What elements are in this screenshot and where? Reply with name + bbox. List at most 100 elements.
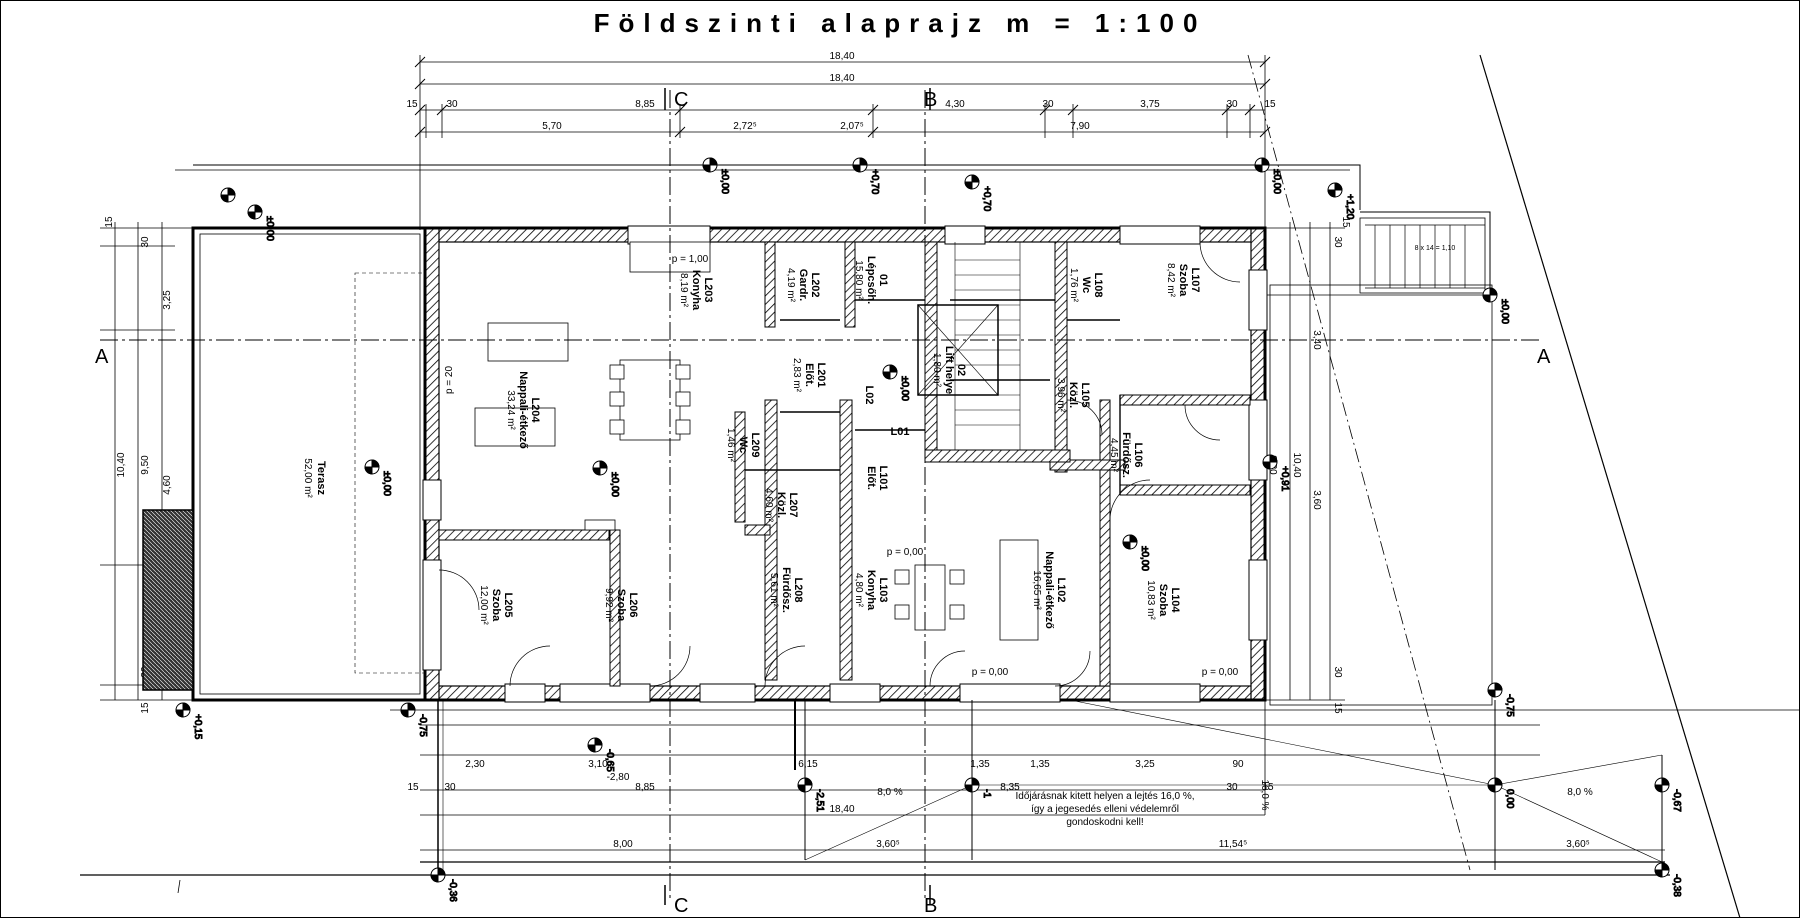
dim-bottom-r1-1: 3,10	[588, 759, 608, 770]
room-name-l208: Fürdősz.	[780, 567, 792, 613]
level-marker: +0,70	[964, 174, 993, 212]
weather-note-line-2: így a jegesedés elleni védelemről	[1031, 804, 1179, 815]
room-area-terasz: 52,00 m²	[302, 458, 313, 498]
weather-note-line-3: gondoskodni kell!	[1066, 817, 1143, 828]
room-area-l203: 8,19 m²	[678, 273, 689, 308]
level-marker: -0,75	[1487, 682, 1516, 718]
label-p0-3: p = 0,00	[887, 547, 924, 558]
dim-bottom-r1-7: 90	[1232, 759, 1244, 770]
room-area-l201: 2,83 m²	[791, 358, 802, 393]
room-area-l106: 4,45 m²	[1108, 438, 1119, 473]
dim-left-7: 15	[140, 702, 151, 714]
level-value: ±0,00	[264, 216, 275, 241]
label-p100: p = 1,00	[672, 254, 709, 265]
room-id-l103: L103	[877, 577, 889, 602]
level-value: -2,51	[814, 789, 825, 812]
dim-bottom-r2-3: 8,35	[1000, 782, 1020, 793]
room-id-l205: L205	[502, 592, 514, 617]
site-outlines	[175, 54, 1741, 918]
room-id-l104: L104	[1169, 587, 1181, 613]
room-id-l202: L202	[809, 272, 821, 297]
dim-bottom-r2-5: 15	[1262, 782, 1274, 793]
dim-right-7: 15	[1332, 702, 1343, 714]
dim-bottom-r3-0: 18,40	[829, 804, 854, 815]
dim-left-2: 3,25	[162, 290, 173, 310]
dim-top-r4-2: 2,07⁵	[840, 121, 864, 132]
label-p0-1: p = 0,00	[972, 667, 1009, 678]
level-markers: ±0,00 ±0,00 +0,70 +0,70 ±0,00 +1,20 ±0,00 +0,91…	[175, 157, 1683, 903]
dim-bottom-r1-0: 2,30	[465, 759, 485, 770]
level-marker	[220, 187, 236, 203]
room-name-l103: Konyha	[865, 570, 877, 611]
level-value: ±0,00	[609, 472, 620, 497]
room-area-l107: 8,42 m²	[1165, 263, 1176, 298]
dim-top-r3-5: 3,75	[1140, 99, 1160, 110]
window-openings	[422, 225, 1268, 703]
room-id-l208: L208	[792, 577, 804, 602]
section-a-right: A	[1537, 346, 1551, 368]
dim-bottom-r1-6: 3,25	[1135, 759, 1155, 770]
dim-top-r3-2: 8,85	[635, 99, 655, 110]
room-area-l202: 4,19 m²	[785, 268, 796, 303]
room-name-l205: Szoba	[490, 589, 502, 622]
room-name-terasz: Terasz	[315, 461, 327, 496]
room-id-l207: L207	[787, 492, 799, 517]
level-value: +0,15	[192, 714, 203, 740]
level-marker: ±0,00	[702, 157, 731, 195]
dim-top-total-2: 18,40	[829, 73, 854, 84]
room-id-l206: L206	[627, 592, 639, 617]
label-p20: p = 20	[444, 366, 455, 395]
level-value: +0,91	[1279, 466, 1290, 492]
room-area-l206: 9,92 m²	[603, 588, 614, 623]
stair-label: 8 x 14 = 1,10	[1415, 245, 1456, 252]
dim-bottom-r4-1: 3,60⁵	[876, 839, 900, 850]
dim-right-6: 30	[1332, 666, 1343, 678]
room-name-l203: Konyha	[690, 270, 702, 311]
room-area-l103: 4,80 m²	[853, 573, 864, 608]
level-marker: +0,70	[852, 157, 881, 195]
level-marker: ±0,00	[592, 460, 621, 498]
room-area-l207: 4,60 m²	[763, 488, 774, 523]
room-id-l203: L203	[702, 277, 714, 302]
slope-label-2: 8,0 %	[1567, 787, 1593, 798]
dim-left-1: 30	[140, 236, 151, 248]
room-area-l108: 1,76 m²	[1068, 268, 1079, 303]
room-name-l106: Fürdősz.	[1120, 432, 1132, 478]
dim-bottom-r4-0: 8,00	[613, 839, 633, 850]
dim-left-3: 10,40	[116, 452, 127, 477]
level-marker: ±0,00	[882, 364, 911, 402]
interior-walls	[438, 241, 1251, 687]
room-name-l207: Közl.	[775, 492, 787, 518]
dim-bottom-r4-3: 3,60⁵	[1566, 839, 1590, 850]
section-lines	[100, 90, 1540, 900]
label-p0-2: p = 0,00	[1202, 667, 1239, 678]
level-marker: +1,20	[1327, 182, 1356, 220]
room-name-l105: Közl.	[1067, 382, 1079, 408]
door-swings	[438, 241, 1241, 687]
room-id-l201: L201	[815, 362, 827, 387]
room-id-l101: L101	[877, 465, 889, 490]
dim-right-3: 10,40	[1291, 452, 1302, 477]
weather-note-line-1: Időjárásnak kitett helyen a lejtés 16,0 …	[1016, 791, 1195, 802]
dim-bottom-r1-5: 1,35	[1030, 759, 1050, 770]
dim-bottom-r2-2: 8,85	[635, 782, 655, 793]
room-id-01: 01	[877, 274, 889, 286]
level-marker: 0,00	[1487, 777, 1516, 809]
room-name-l107: Szoba	[1177, 264, 1189, 297]
dim-bottom-r2-1: 30	[444, 782, 456, 793]
level-value: -1	[981, 789, 992, 798]
room-name-l206: Szoba	[615, 589, 627, 622]
level-value: -0,38	[1671, 874, 1682, 897]
section-c-top: C	[674, 89, 688, 111]
level-value: -0,65	[604, 749, 615, 772]
level-marker: -0,75	[400, 702, 429, 738]
room-area-l104: 10,83 m²	[1145, 580, 1156, 620]
room-area-l204: 33,24 m²	[505, 390, 516, 430]
room-id-l108: L108	[1092, 272, 1104, 297]
level-marker: -2,51	[797, 777, 826, 813]
room-name-l209: Wc	[737, 437, 749, 454]
level-value: ±0,00	[1271, 169, 1282, 194]
level-value: ±0,00	[719, 169, 730, 194]
dim-top-r3-1: 30	[446, 99, 458, 110]
